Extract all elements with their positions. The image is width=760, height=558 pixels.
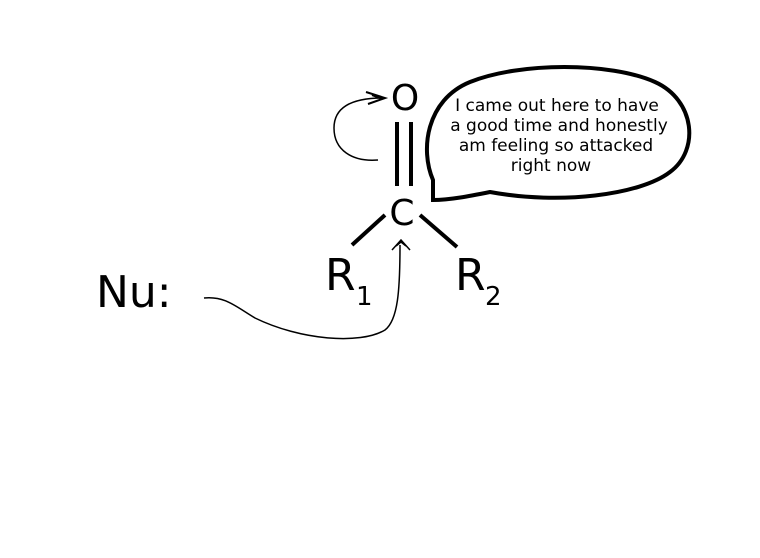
pi-bond-electron-arrow (333, 97, 384, 161)
r1-subscript: 1 (356, 282, 373, 312)
nucleophile-attack-arrow (203, 244, 401, 340)
carbon-atom: C (389, 193, 414, 234)
speech-bubble-line-4: right now (511, 156, 592, 176)
attack-arrowhead (391, 238, 411, 251)
r1-letter: R (325, 250, 356, 301)
bond-c-r2 (418, 213, 459, 249)
speech-bubble-line-2: a good time and honestly (450, 116, 668, 136)
pi-arrowhead (365, 91, 389, 105)
speech-bubble-line-3: am feeling so attacked (459, 136, 653, 156)
r2-subscript: 2 (485, 282, 502, 312)
speech-bubble (425, 65, 692, 203)
speech-bubble-line-1: I came out here to have (455, 96, 659, 116)
oxygen-atom: O (391, 78, 419, 119)
nucleophile-label: Nu: (96, 267, 172, 318)
bond-c-r1 (350, 213, 387, 247)
r2-letter: R (455, 250, 486, 301)
